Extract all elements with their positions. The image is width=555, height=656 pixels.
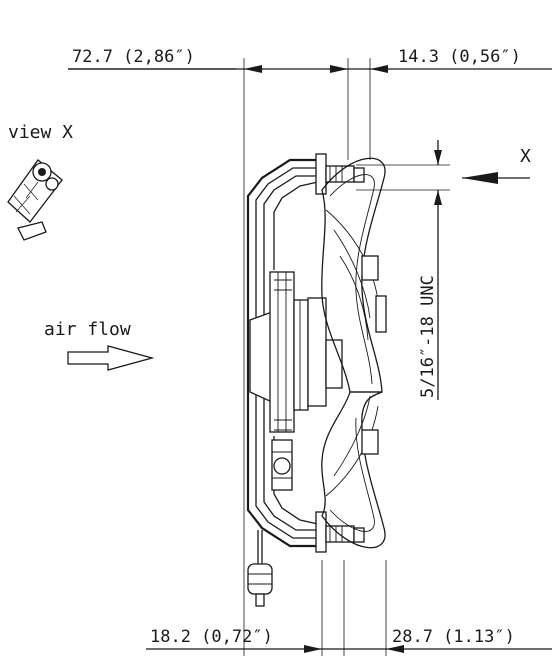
top-dimension: 72.7 (2,86″) 14.3 (0,56″) bbox=[68, 47, 552, 656]
view-x-marker-label: X bbox=[520, 146, 531, 167]
fan-blades bbox=[321, 157, 387, 549]
air-flow-arrow-icon bbox=[67, 345, 155, 371]
view-x-marker: X bbox=[462, 146, 531, 184]
view-x-label: view X bbox=[8, 122, 73, 143]
dim-top-left: 72.7 (2,86″) bbox=[72, 47, 195, 67]
air-flow-label: air flow bbox=[44, 319, 131, 340]
dim-top-right: 14.3 (0,56″) bbox=[398, 47, 521, 67]
thread-dimension: 5/16″-18 UNC bbox=[356, 140, 450, 400]
cable-grommet bbox=[247, 530, 273, 607]
thread-label: 5/16″-18 UNC bbox=[418, 275, 438, 398]
dim-bottom-left: 18.2 (0,72″) bbox=[150, 627, 273, 647]
view-x-icon bbox=[7, 159, 63, 241]
fan-motor bbox=[249, 271, 343, 491]
dim-bottom-right: 28.7 (1.13″) bbox=[392, 627, 515, 647]
bottom-dimension: 18.2 (0,72″) 28.7 (1.13″) bbox=[146, 560, 552, 656]
